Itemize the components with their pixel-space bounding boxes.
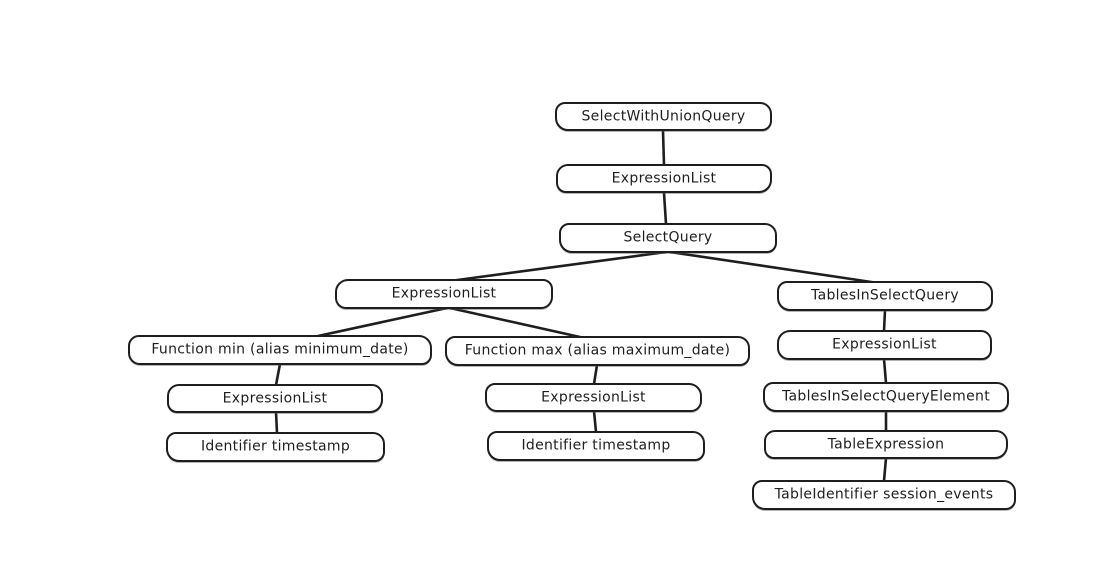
edge-tablesinselectquery-expressionlist <box>882 308 887 333</box>
node-label: Function max (alias maximum_date) <box>464 342 731 359</box>
node-select-query: SelectQuery <box>559 223 777 253</box>
edge-expressionlist-identifiertimestamp-max <box>592 409 598 434</box>
node-label: ExpressionList <box>611 170 717 186</box>
node-identifier-timestamp-min: Identifier timestamp <box>166 432 385 462</box>
node-label: TablesInSelectQuery <box>811 287 959 304</box>
node-label: ExpressionList <box>222 390 328 406</box>
node-label: Identifier timestamp <box>521 437 671 454</box>
edge-expressionlist-functionmin <box>316 306 449 338</box>
node-tables-in-select-query-element: TablesInSelectQueryElement <box>763 382 1009 412</box>
node-expression-list-tables: ExpressionList <box>777 330 992 360</box>
node-label: ExpressionList <box>832 336 937 353</box>
edge-selectquery-expressionlist-left <box>448 250 668 283</box>
node-tables-in-select-query: TablesInSelectQuery <box>777 281 993 311</box>
node-select-with-union-query: SelectWithUnionQuery <box>555 102 772 131</box>
node-table-identifier: TableIdentifier session_events <box>752 480 1016 510</box>
node-expression-list-max: ExpressionList <box>485 383 702 412</box>
node-label: ExpressionList <box>541 389 646 405</box>
node-identifier-timestamp-max: Identifier timestamp <box>487 431 705 461</box>
node-label: Identifier timestamp <box>200 438 351 455</box>
edge-expressionlist-functionmax <box>448 306 582 339</box>
node-label: Function min (alias minimum_date) <box>151 341 409 358</box>
edge-expressionlist-selectquery <box>662 191 668 226</box>
node-label: TableIdentifier session_events <box>774 486 994 503</box>
edge-tableexpression-tableidentifier <box>882 456 888 483</box>
node-label: SelectQuery <box>623 229 713 246</box>
node-label: SelectWithUnionQuery <box>581 108 746 124</box>
node-label: TablesInSelectQueryElement <box>782 388 990 405</box>
node-function-max: Function max (alias maximum_date) <box>445 336 750 366</box>
edge-selectwithunionquery-expressionlist <box>661 129 666 167</box>
node-table-expression: TableExpression <box>764 430 1008 459</box>
edge-functionmin-expressionlist <box>274 362 282 387</box>
node-label: ExpressionList <box>391 285 497 302</box>
edge-functionmax-expressionlist <box>592 363 599 386</box>
node-expression-list-select: ExpressionList <box>335 279 553 309</box>
node-function-min: Function min (alias minimum_date) <box>128 335 432 365</box>
node-label: TableExpression <box>827 436 945 452</box>
node-expression-list-min: ExpressionList <box>167 384 383 413</box>
edge-expressionlist-tablesinselectqueryelement <box>882 357 888 385</box>
node-expression-list-root: ExpressionList <box>556 164 772 193</box>
edge-expressionlist-identifiertimestamp-min <box>274 410 279 435</box>
edge-selectquery-tablesinselectquery <box>668 250 880 285</box>
